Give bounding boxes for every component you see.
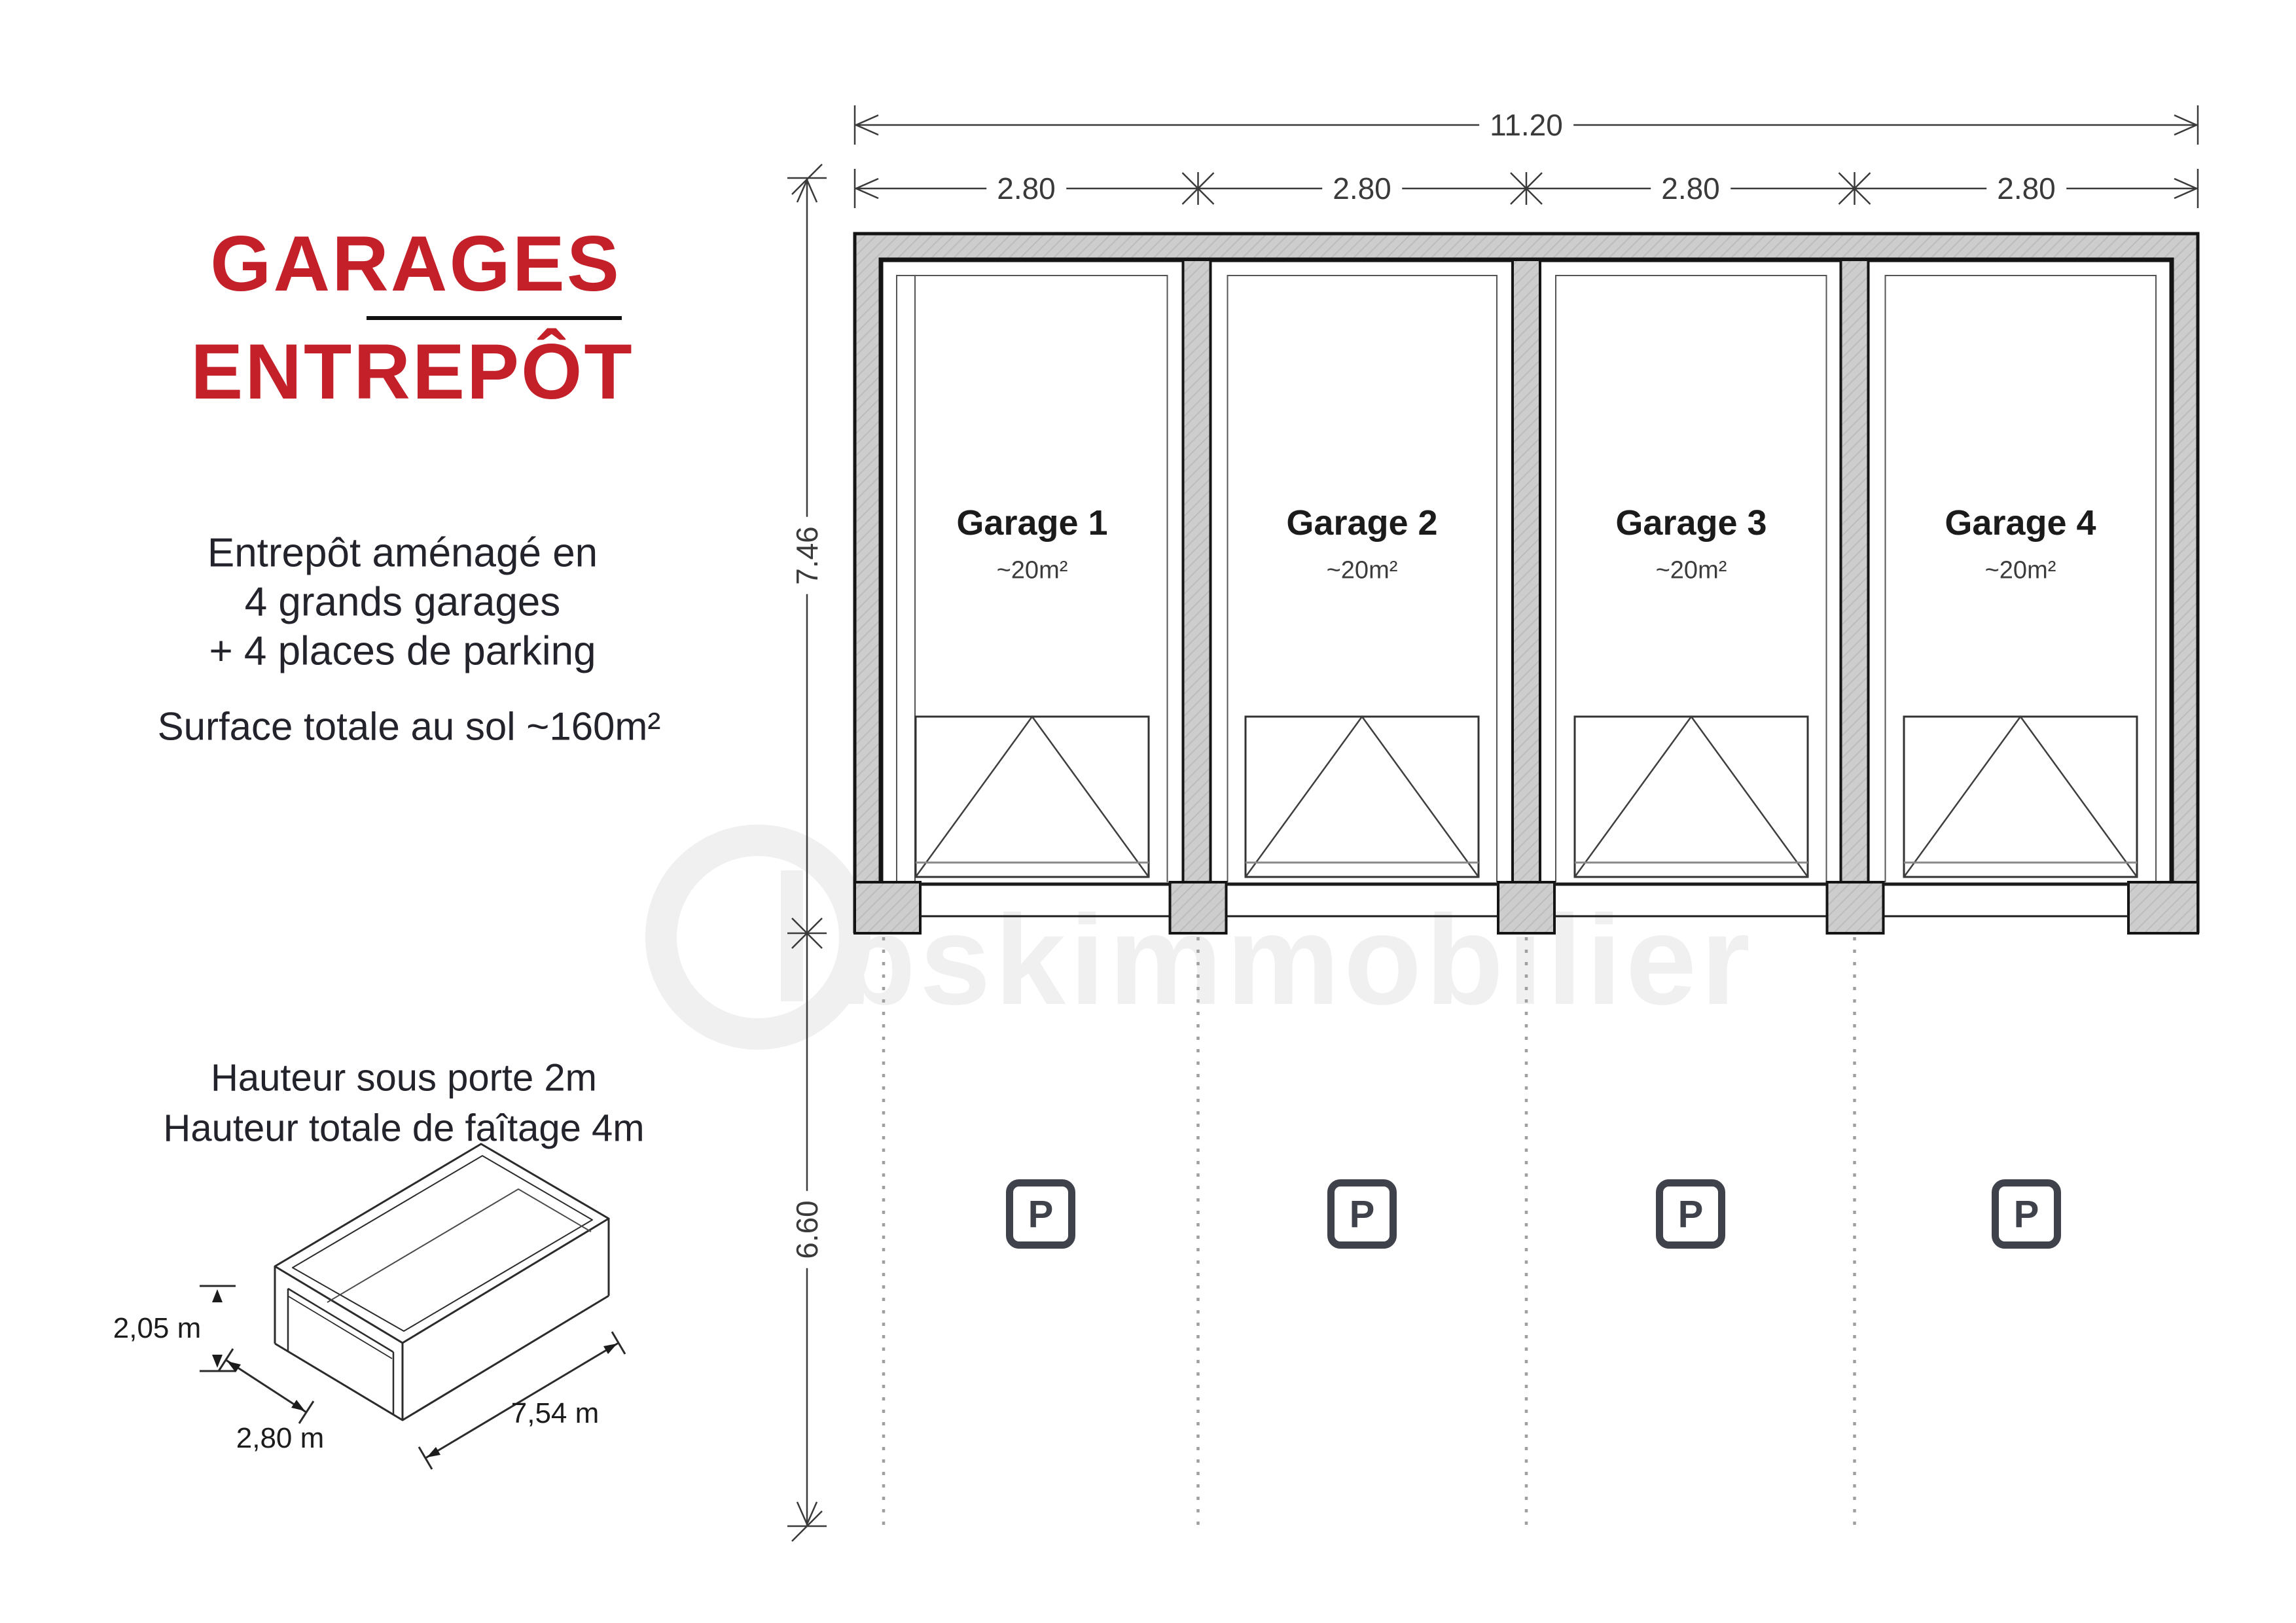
garage-4-name: Garage 4: [1945, 503, 2096, 543]
dim-total-width: 11.20: [1479, 107, 1573, 143]
description-line-1: Entrepôt aménagé en: [207, 530, 598, 576]
dim-bay-1: 2.80: [986, 171, 1066, 206]
door-height-text: Hauteur sous porte 2m: [211, 1056, 597, 1099]
garage-1-area: ~20m²: [996, 556, 1068, 584]
watermark-logo-icon: [645, 825, 870, 1050]
description-line-2: 4 grands garages: [244, 579, 561, 625]
garage-door-symbols: [914, 715, 2138, 878]
dimension-lines: [787, 105, 2199, 1542]
parking-icon-1: P: [1006, 1179, 1075, 1249]
garage-4-area: ~20m²: [1984, 556, 2056, 584]
surface-total-text: Surface totale au sol ~160m²: [157, 704, 661, 749]
parking-icon-letter: P: [1349, 1192, 1375, 1236]
garage-2-area: ~20m²: [1326, 556, 1398, 584]
parking-icon-3: P: [1656, 1179, 1725, 1249]
outer-walls: [853, 232, 2200, 933]
garage-3-area: ~20m²: [1655, 556, 1727, 584]
parking-icon-2: P: [1327, 1179, 1397, 1249]
garage-1-name: Garage 1: [956, 503, 1108, 543]
description-line-3: + 4 places de parking: [209, 628, 596, 674]
parking-divider-lines: [882, 937, 1856, 1534]
box-door-opening: [287, 1287, 395, 1415]
dim-garage-depth: 7.46: [789, 517, 825, 594]
page-title-entrepot: ENTREPÔT: [190, 328, 634, 416]
dim-bay-3: 2.80: [1651, 171, 1731, 206]
bottom-piers: [853, 881, 2199, 935]
box-depth-label: 7,54 m: [511, 1397, 600, 1429]
box-width-label: 2,80 m: [236, 1422, 325, 1454]
page-title-garages: GARAGES: [210, 220, 621, 308]
parking-icon-letter: P: [1677, 1192, 1704, 1236]
box-dim-depth-arrow: [418, 1331, 626, 1470]
box-dim-height-arrows: [200, 1285, 236, 1372]
dim-parking-depth: 6.60: [789, 1191, 825, 1268]
dim-bay-2: 2.80: [1322, 171, 1402, 206]
watermark-text: bskimmobilier: [838, 889, 1755, 1031]
dim-junction-ticks: [1181, 172, 1871, 205]
door-opening-lines: [920, 882, 2128, 918]
partition-walls: [1181, 259, 1870, 883]
dim-bay-4: 2.80: [1986, 171, 2066, 206]
parking-icon-4: P: [1992, 1179, 2061, 1249]
parking-icon-letter: P: [1028, 1192, 1054, 1236]
ridge-height-text: Hauteur totale de faîtage 4m: [163, 1107, 645, 1150]
box-height-label: 2,05 m: [113, 1312, 202, 1344]
parking-icon-letter: P: [2013, 1192, 2039, 1236]
title-divider: [367, 316, 622, 320]
box-dim-width-arrow: [217, 1348, 315, 1424]
garage-3-name: Garage 3: [1615, 503, 1767, 543]
garage-2-name: Garage 2: [1286, 503, 1438, 543]
garage-inner-outlines: [896, 275, 2157, 882]
garage-3d-icon: [200, 1143, 626, 1470]
